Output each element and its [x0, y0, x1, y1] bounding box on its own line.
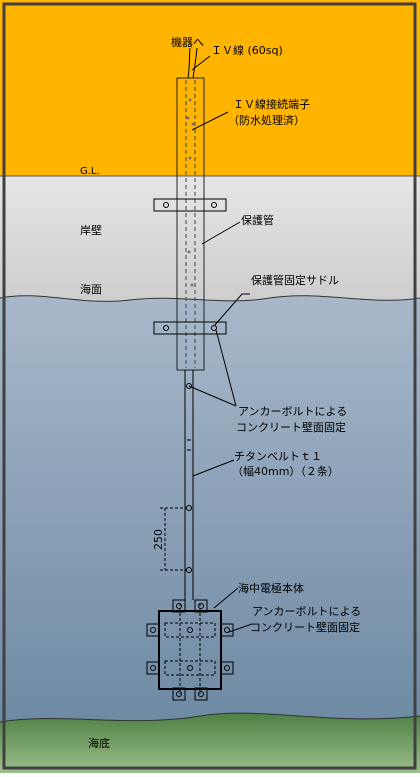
- iv-wire: [187, 47, 191, 79]
- pipe-saddle-upper: [153, 198, 227, 212]
- ground-layer: [0, 0, 420, 176]
- quay-wall-layer: [0, 176, 420, 304]
- dimension-250-label: 250: [152, 529, 165, 550]
- label-quay-wall: 岸壁: [80, 223, 102, 237]
- label-iv-terminal-2: （防水処理済）: [228, 113, 305, 127]
- label-titanium-belt-2: （幅40mm）（２条）: [232, 464, 339, 478]
- label-anchor-bolt-lower-1: アンカーボルトによる: [252, 605, 361, 618]
- leader-lines: [188, 55, 253, 633]
- label-titanium-belt-1: チタンベルトｔ１: [234, 450, 322, 463]
- label-electrode-body: 海中電極本体: [238, 581, 304, 595]
- label-anchor-bolt-lower-2: コンクリート壁面固定: [250, 620, 360, 634]
- label-seabed: 海底: [88, 736, 110, 750]
- iv-terminal-marks: [186, 98, 195, 287]
- label-protective-pipe: 保護管: [241, 213, 274, 227]
- sea-surface-line: [0, 295, 420, 302]
- dimension-250-mark: [160, 507, 186, 571]
- label-iv-wire: ＩＶ線 (60sq): [211, 43, 283, 57]
- seabed-layer: [0, 713, 420, 773]
- protective-pipe: [176, 77, 205, 371]
- label-pipe-saddle: 保護管固定サドル: [251, 273, 339, 287]
- label-anchor-bolt-upper-1: アンカーボルトによる: [238, 405, 347, 418]
- seabed-line: [0, 712, 420, 723]
- label-gl: G.L.: [80, 166, 100, 177]
- label-anchor-bolt-upper-2: コンクリート壁面固定: [236, 420, 346, 434]
- label-to-equipment: 機器へ: [171, 35, 204, 49]
- titanium-belt: [184, 370, 194, 600]
- label-sea-surface: 海面: [80, 282, 102, 296]
- electrode-anchor-bolts: [146, 599, 234, 701]
- label-iv-terminal-1: ＩＶ線接続端子: [233, 97, 310, 111]
- outer-frame: [2, 2, 417, 770]
- iv-wire-2: [192, 47, 198, 79]
- sea-layer: [0, 295, 420, 740]
- electrode-body: [158, 603, 222, 694]
